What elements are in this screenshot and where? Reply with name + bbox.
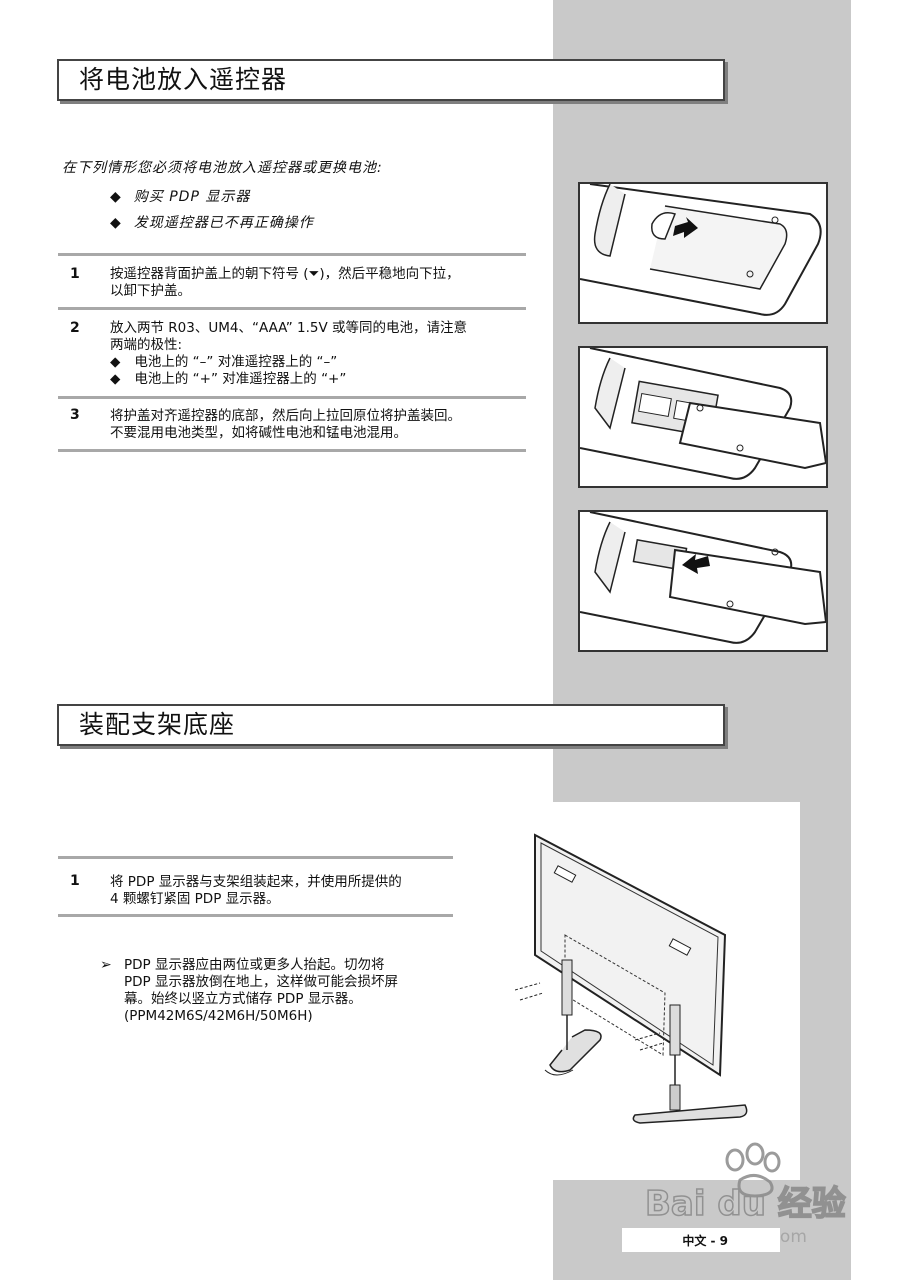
remote-back-illustration: [580, 184, 822, 316]
note-block: ➢ PDP 显示器应由两位或更多人抬起。切勿将 PDP 显示器放倒在地上，这样做…: [100, 957, 398, 1024]
rule-top: [58, 253, 526, 256]
figure-insert-batteries: [578, 346, 828, 488]
remote-cover-return-illustration: [580, 512, 826, 644]
section-title-battery: 将电池放入遥控器: [57, 59, 725, 101]
rule-bottom: [58, 914, 453, 917]
step-text: 将 PDP 显示器与支架组装起来，并使用所提供的 4 颗螺钉紧固 PDP 显示器…: [110, 874, 402, 907]
step-number: 1: [70, 873, 80, 889]
step-number: 3: [70, 407, 80, 423]
diamond-icon: ◆: [110, 371, 121, 387]
step-number: 1: [70, 266, 80, 282]
tv-stand-illustration: [515, 833, 748, 1124]
step-text: 将护盖对齐遥控器的底部，然后向上拉回原位将护盖装回。 不要混用电池类型，如将碱性…: [110, 408, 461, 441]
intro-text: 在下列情形您必须将电池放入遥控器或更换电池:: [62, 160, 383, 176]
step-number: 2: [70, 320, 80, 336]
step-text: 按遥控器背面护盖上的朝下符号 (⏷)，然后平稳地向下拉， 以卸下护盖。: [110, 266, 460, 299]
figure-replace-cover: [578, 510, 828, 652]
figure-remove-cover: [578, 182, 828, 324]
watermark-brand: Bai du 经验: [645, 1184, 846, 1224]
rule-divider: [58, 307, 526, 310]
rule-divider: [58, 396, 526, 399]
section-title-stand: 装配支架底座: [57, 704, 725, 746]
rule-top: [58, 856, 453, 859]
diamond-icon: ◆: [110, 189, 122, 205]
remote-batteries-illustration: [580, 348, 826, 480]
note-arrow-icon: ➢: [100, 957, 112, 973]
bullet-purchase: ◆购买 PDP 显示器: [110, 189, 251, 205]
rule-bottom: [58, 449, 526, 452]
step-text: 放入两节 R03、UM4、“AAA” 1.5V 或等同的电池，请注意 两端的极性…: [110, 320, 468, 387]
diamond-icon: ◆: [110, 215, 122, 231]
bullet-malfunction: ◆发现遥控器已不再正确操作: [110, 215, 314, 231]
diamond-icon: ◆: [110, 354, 121, 370]
page-number: 中文 - 9: [622, 1228, 780, 1252]
